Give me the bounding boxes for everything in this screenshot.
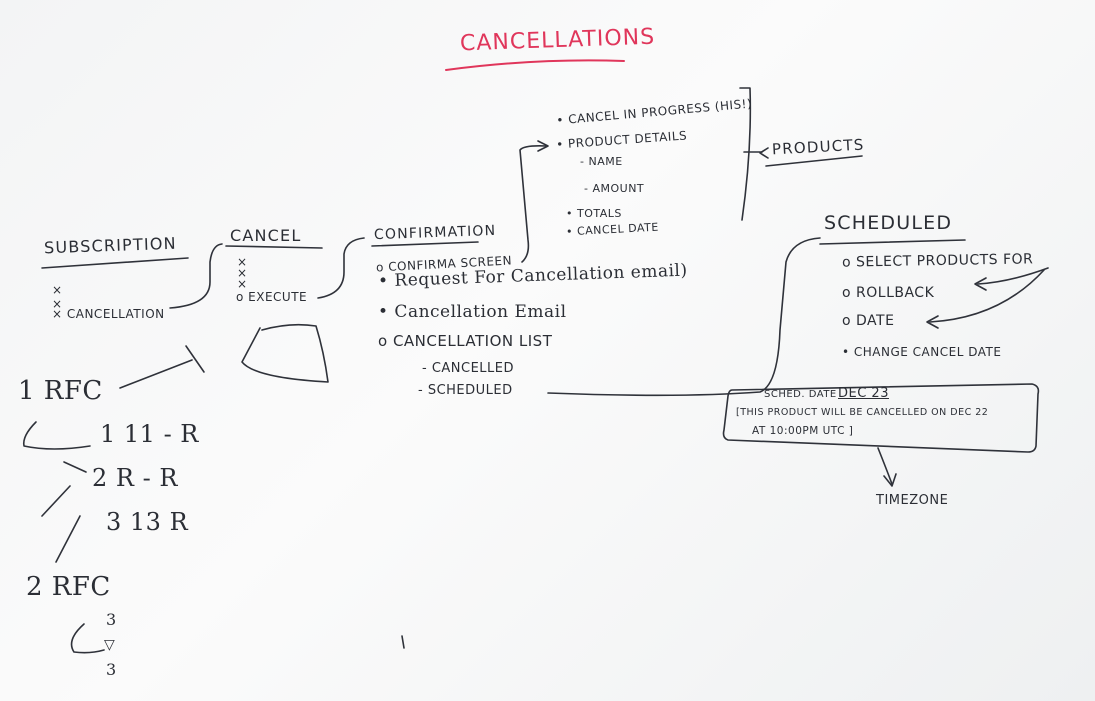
products-underline xyxy=(765,155,863,167)
rfc-row-3: 3 13 R xyxy=(106,508,189,536)
sched-note-line-2: AT 10:00PM UTC ] xyxy=(752,425,854,437)
product-list-name: - NAME xyxy=(580,155,623,168)
cancel-item-1: × xyxy=(237,255,248,269)
scheduled-item-2: o ROLLBACK xyxy=(842,285,935,301)
subscription-underline xyxy=(41,257,189,269)
brace-subscription-cancel xyxy=(169,243,223,309)
rfc-row-2: 2 R - R xyxy=(92,464,178,492)
confirmation-item-3: • Cancellation Email xyxy=(378,302,567,322)
product-list-amount: - AMOUNT xyxy=(584,182,645,195)
scheduled-item-3: o DATE xyxy=(842,313,895,329)
title-underline xyxy=(445,59,625,71)
rfc-stack-1: 3 xyxy=(106,610,117,629)
scheduled-item-1: o SELECT PRODUCTS FOR xyxy=(841,251,1034,271)
cancel-item-3: × xyxy=(237,277,248,291)
rfc-1-label: 1 RFC xyxy=(18,376,103,406)
confirmation-underline xyxy=(371,241,479,247)
timezone-label: TIMEZONE xyxy=(876,493,949,508)
sched-note-line-1: [THIS PRODUCT WILL BE CANCELLED ON DEC 2… xyxy=(736,407,989,418)
cancel-item-2: × xyxy=(237,266,248,280)
rfc-bracket-2 xyxy=(70,623,105,654)
rfc-2-label: 2 RFC xyxy=(26,572,111,602)
product-list-totals: • TOTALS xyxy=(566,207,622,220)
small-mark xyxy=(401,635,405,649)
cancel-underline xyxy=(225,245,323,249)
arrowhead-products xyxy=(537,140,549,152)
confirmation-sub-scheduled: - SCHEDULED xyxy=(418,383,513,398)
scheduled-heading: SCHEDULED xyxy=(824,212,953,234)
confirmation-sub-cancelled: - CANCELLED xyxy=(422,361,515,376)
connector-scheduled xyxy=(547,237,821,397)
arrowhead-date xyxy=(926,315,939,329)
subscription-item-2: × xyxy=(52,297,63,311)
arrow-rollback xyxy=(977,267,1049,285)
brace-cancel-confirmation xyxy=(317,237,365,299)
sched-date-value: DEC 23 xyxy=(838,386,889,401)
connector-products xyxy=(519,145,547,263)
rfc-stack-3: 3 xyxy=(106,660,117,679)
cross-stroke-1 xyxy=(185,345,205,373)
rfc-slash-1 xyxy=(41,485,71,517)
rfc-stack-2: ▽ xyxy=(104,637,116,653)
arrowhead-rollback xyxy=(974,277,987,291)
scheduled-underline xyxy=(819,239,966,245)
scheduled-item-4: • CHANGE CANCEL DATE xyxy=(842,345,1002,359)
arrow-date xyxy=(929,269,1045,323)
cross-stroke-2 xyxy=(119,359,193,389)
arrow-timezone xyxy=(877,447,893,485)
cancel-heading: CANCEL xyxy=(230,226,302,245)
rfc-bracket-1 xyxy=(22,421,91,450)
sched-date-label: SCHED. DATE xyxy=(764,389,837,400)
rfc-slash-2 xyxy=(55,515,81,563)
subscription-heading: SUBSCRIPTION xyxy=(43,233,178,258)
arrowhead-timezone xyxy=(883,473,897,487)
confirmation-heading: CONFIRMATION xyxy=(373,222,497,244)
arrowhead-products-label xyxy=(759,147,769,159)
sched-box-outline xyxy=(722,383,1040,453)
products-bracket xyxy=(739,87,752,221)
scribble-shape xyxy=(241,323,329,383)
cancel-item-execute: o EXECUTE xyxy=(236,290,308,304)
subscription-item-1: × xyxy=(52,283,63,297)
rfc-row-1: 1 11 - R xyxy=(100,420,199,448)
rfc-tick-2 xyxy=(63,461,87,473)
subscription-item-3: × CANCELLATION xyxy=(52,307,165,321)
confirmation-item-4: o CANCELLATION LIST xyxy=(378,332,553,350)
